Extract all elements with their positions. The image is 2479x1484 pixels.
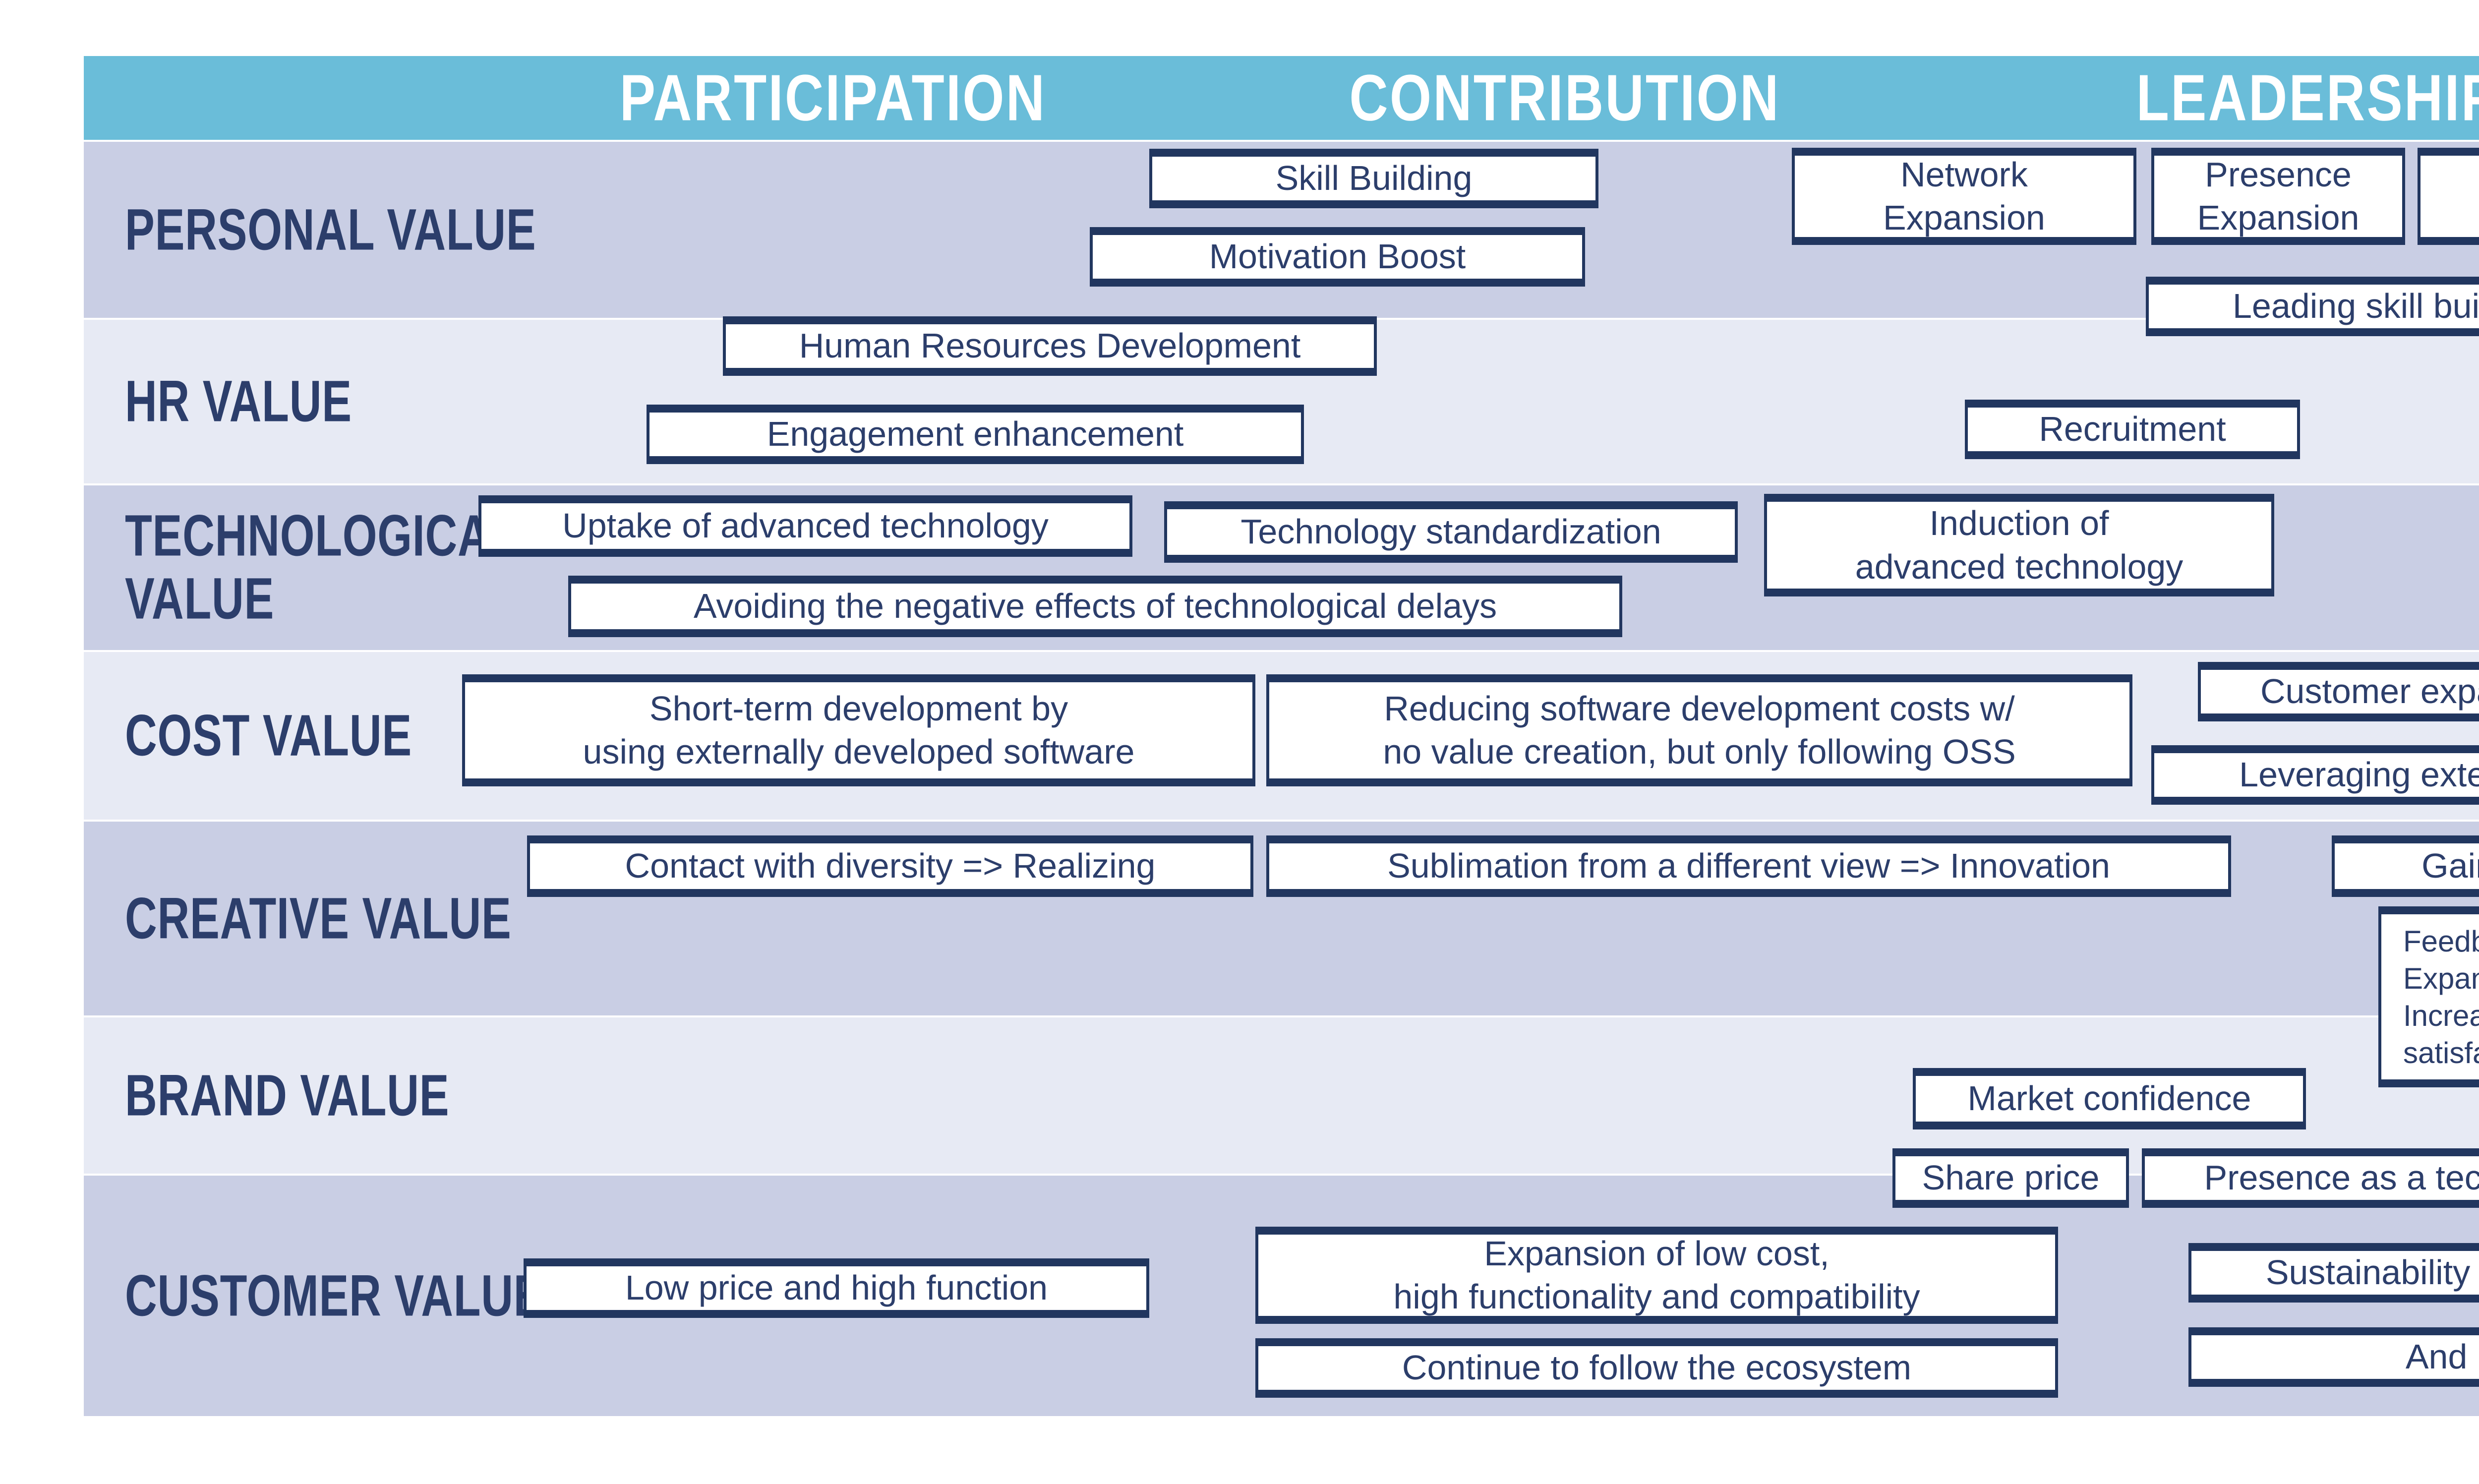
row-label: COST VALUE [125,703,412,769]
column-header: PARTICIPATION [619,61,1047,134]
value-box: Feedback, Expanded usage, Increase custo… [2378,906,2479,1087]
value-box: Recruitment [1965,400,2300,459]
value-box: Continue to follow the ecosystem [1255,1338,2058,1398]
value-box: Customer expansion [2198,662,2479,721]
row-label: TECHNOLOGICAL VALUE [125,503,518,632]
value-box: Leading skill building [2146,277,2479,336]
value-box: Gaining Community [2332,835,2479,897]
value-box: Avoiding the negative effects of technol… [568,576,1622,637]
value-box: Presence Expansion [2151,148,2405,245]
row-label: PERSONAL VALUE [125,196,536,262]
value-box: Sublimation from a different view => Inn… [1266,835,2231,897]
value-box: Expansion of low cost, high functionalit… [1255,1227,2058,1324]
value-box: Gathering info/etc automatically [2418,148,2479,245]
value-box: Presence as a technology company [2142,1148,2479,1208]
value-box: And more??? [2188,1327,2479,1387]
row-label: HR VALUE [125,368,352,434]
value-box: Network Expansion [1792,148,2136,245]
value-box: Leveraging external resources [2151,745,2479,805]
value-box: Motivation Boost [1090,227,1585,287]
value-box: Low price and high function [524,1258,1149,1318]
value-box: Reducing software development costs w/ n… [1266,674,2132,786]
value-box: Technology standardization [1164,501,1738,563]
column-header: CONTRIBUTION [1349,61,1780,134]
value-box: Contact with diversity => Realizing [527,835,1253,897]
value-box: Skill Building [1149,149,1598,208]
value-box: Short-term development by using external… [462,674,1255,786]
value-box: Sustainability of service/product [2188,1243,2479,1303]
row-label: CREATIVE VALUE [125,885,512,951]
value-box: Engagement enhancement [647,405,1304,464]
value-box: Market confidence [1913,1068,2306,1129]
header-band [84,56,2479,140]
value-box: Induction of advanced technology [1764,494,2274,596]
column-header: LEADERSHIP [2136,61,2479,134]
value-box: Uptake of advanced technology [478,495,1132,557]
value-box: Human Resources Development [723,316,1377,376]
row-label: BRAND VALUE [125,1062,450,1128]
value-box: Share price [1892,1148,2129,1208]
row-label: CUSTOMER VALUE [125,1262,544,1328]
